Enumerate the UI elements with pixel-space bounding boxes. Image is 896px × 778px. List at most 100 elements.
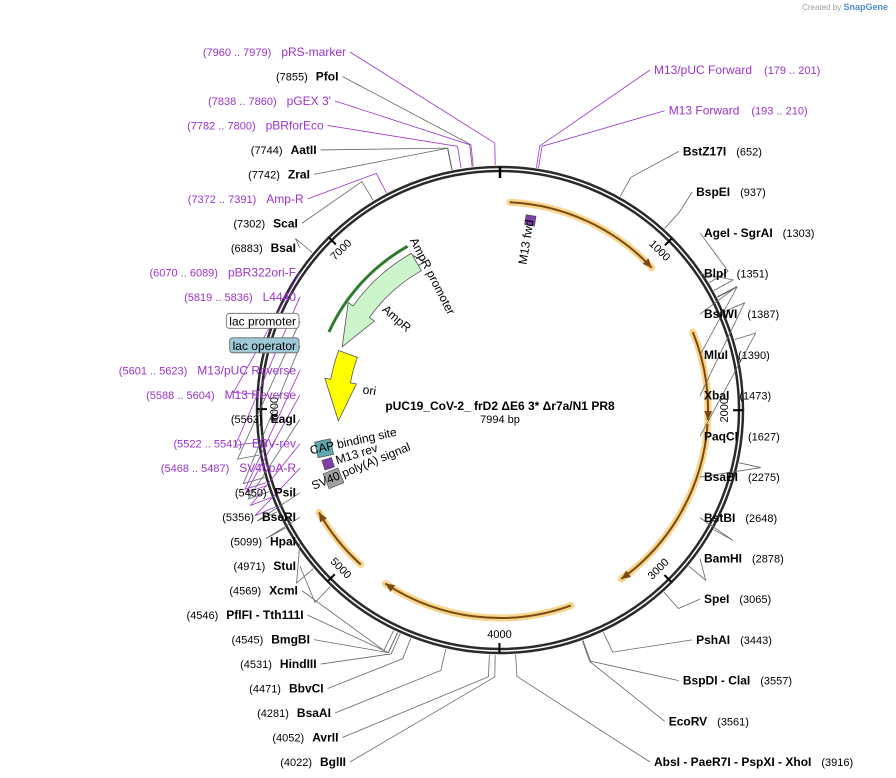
enzyme-leader-line	[327, 638, 412, 689]
primer-label-l4440[interactable]: L4440(5819 .. 5836)	[184, 290, 296, 304]
feature-m13-fwd[interactable]	[524, 214, 537, 227]
enzyme-label-avrii[interactable]: AvrII(4052)	[272, 731, 338, 745]
primer-range: (5819 .. 5836)	[184, 292, 253, 304]
primer-range: (193 .. 210)	[751, 106, 807, 118]
feature-m13-rev[interactable]	[321, 457, 335, 471]
enzyme-leader-line	[699, 286, 737, 315]
enzyme-position: (4022)	[280, 757, 312, 769]
enzyme-position: (4052)	[272, 733, 304, 745]
enzyme-leader-line	[313, 632, 399, 654]
primer-label-pbrforeco[interactable]: pBRforEco (7782 .. 7800)	[187, 118, 324, 132]
orf-arc[interactable]	[384, 582, 572, 619]
feature-label-ori: ori	[362, 382, 377, 398]
primer-name: pBRforEco	[266, 118, 324, 132]
primer-label-amp-r[interactable]: Amp-R(7372 .. 7391)	[188, 192, 304, 206]
enzyme-label-bspdi-clai[interactable]: BspDI - ClaI(3557)	[683, 674, 792, 688]
enzyme-label-mlui[interactable]: MluI(1390)	[704, 348, 770, 362]
orf-arc[interactable]	[509, 201, 653, 269]
enzyme-label-pfoi[interactable]: PfoI(7855)	[276, 69, 338, 83]
enzyme-label-eagi[interactable]: EagI(5563)	[231, 412, 296, 426]
primer-leader-line	[334, 100, 473, 167]
primer-label-m13-reverse[interactable]: M13 Reverse(5588 .. 5604)	[146, 388, 296, 402]
feature-ampr[interactable]	[341, 252, 422, 348]
enzyme-label-absi-paer7i-pspxi-xhoi[interactable]: AbsI - PaeR7I - PspXI - XhoI(3916)	[654, 755, 853, 769]
enzyme-label-bseri[interactable]: BseRI(5356)	[222, 510, 296, 524]
enzyme-position: (2648)	[745, 513, 777, 525]
enzyme-label-bsaai[interactable]: BsaAI(4281)	[257, 706, 331, 720]
primer-label-pgex-3[interactable]: pGEX 3'(7838 .. 7860)	[208, 94, 331, 108]
enzyme-label-scai[interactable]: ScaI(7302)	[233, 216, 297, 230]
boxed-feature-frame	[229, 337, 300, 354]
enzyme-label-bamhi[interactable]: BamHI(2878)	[704, 551, 784, 565]
primer-name: pBR322ori-F	[228, 265, 296, 279]
enzyme-position: (1387)	[747, 309, 779, 321]
enzyme-label-bsai[interactable]: BsaI(6883)	[231, 241, 296, 255]
enzyme-label-pflfi-tth111i[interactable]: PflFI - Tth111I(4546)	[186, 608, 303, 622]
enzyme-name: BsaAI	[297, 706, 331, 720]
primer-leader-line	[307, 172, 387, 200]
primer-name: M13 Forward	[669, 104, 740, 118]
feature-label-m13-fwd: M13 fwd	[516, 218, 537, 265]
enzyme-label-ecorv[interactable]: EcoRV(3561)	[669, 714, 749, 728]
primer-label-m13-forward[interactable]: M13 Forward (193 .. 210)	[669, 104, 808, 118]
box-label-lac-operator[interactable]: lac operator	[229, 337, 300, 354]
orf-arc[interactable]	[620, 424, 709, 580]
enzyme-label-bstz17i[interactable]: BstZ17I(652)	[683, 144, 762, 158]
primer-label-ebv-rev[interactable]: EBV-rev(5522 .. 5541)	[173, 437, 296, 451]
enzyme-name: BsaBI	[704, 470, 738, 484]
enzyme-leader-line	[582, 640, 679, 681]
enzyme-label-xcmi[interactable]: XcmI(4569)	[229, 584, 297, 598]
enzyme-label-bsiwi[interactable]: BsiWI(1387)	[704, 307, 779, 321]
enzyme-label-bstbi[interactable]: BstBI(2648)	[704, 511, 777, 525]
enzyme-label-hpai[interactable]: HpaI(5099)	[230, 535, 296, 549]
enzyme-label-bmgbi[interactable]: BmgBI(4545)	[231, 633, 309, 647]
primer-label-pbr322ori-f[interactable]: pBR322ori-F(6070 .. 6089)	[149, 265, 296, 279]
primer-label-sv40pa-r[interactable]: SV40pA-R(5468 .. 5487)	[161, 461, 297, 475]
orf-arrowhead	[319, 512, 327, 523]
enzyme-position: (652)	[736, 146, 762, 158]
snapgene-branding: Created by SnapGene	[802, 2, 888, 12]
enzyme-name: BmgBI	[271, 633, 310, 647]
enzyme-name: BlpI	[704, 267, 727, 281]
enzyme-label-blpi[interactable]: BlpI(1351)	[704, 267, 768, 281]
enzyme-label-bglii[interactable]: BglII(4022)	[280, 755, 346, 769]
enzyme-position: (7855)	[276, 71, 308, 83]
enzyme-label-spei[interactable]: SpeI(3065)	[704, 592, 771, 606]
enzyme-label-hindiii[interactable]: HindIII(4531)	[240, 657, 316, 671]
box-label-lac-promoter[interactable]: lac promoter	[225, 312, 300, 329]
snapgene-logo-text: SnapGene	[843, 2, 888, 12]
enzyme-label-psii[interactable]: PsiI(5450)	[235, 486, 296, 500]
enzyme-label-stui[interactable]: StuI(4971)	[234, 559, 296, 573]
enzyme-position: (6883)	[231, 243, 263, 255]
enzyme-leader-line	[663, 591, 701, 609]
primer-range: (5601 .. 5623)	[119, 365, 188, 377]
primer-leader-line	[254, 467, 301, 517]
enzyme-label-bspei[interactable]: BspEI(937)	[696, 185, 766, 199]
enzyme-name: HpaI	[270, 535, 296, 549]
primer-leader-line	[244, 370, 301, 490]
enzyme-label-zrai[interactable]: ZraI(7742)	[248, 167, 310, 181]
enzyme-leader-line	[247, 419, 301, 500]
created-by-text: Created by	[802, 3, 842, 12]
primer-label-m13-puc-reverse[interactable]: M13/pUC Reverse(5601 .. 5623)	[119, 363, 297, 377]
enzyme-label-bsabi[interactable]: BsaBI(2275)	[704, 470, 780, 484]
enzyme-position: (5356)	[222, 512, 254, 524]
feature-ori[interactable]	[324, 349, 358, 422]
feature-cap-binding-site[interactable]	[314, 438, 334, 459]
enzyme-position: (1627)	[748, 431, 780, 443]
feature-sv40-poly-a-signal[interactable]	[322, 467, 345, 490]
primer-label-prs-marker[interactable]: pRS-marker(7960 .. 7979)	[203, 45, 346, 59]
enzyme-label-xbai[interactable]: XbaI(1473)	[704, 389, 771, 403]
enzyme-name: AatII	[291, 143, 317, 157]
enzyme-label-bbvci[interactable]: BbvCI(4471)	[249, 682, 323, 696]
primer-range: (7782 .. 7800)	[187, 120, 256, 132]
enzyme-position: (3065)	[739, 594, 771, 606]
enzyme-label-paqci[interactable]: PaqCI(1627)	[704, 429, 780, 443]
enzyme-label-agei-sgrai[interactable]: AgeI - SgrAI(1303)	[704, 226, 814, 240]
enzyme-label-pshai[interactable]: PshAI(3443)	[696, 633, 772, 647]
enzyme-label-aatii[interactable]: AatII(7744)	[251, 143, 317, 157]
boxed-feature-frame	[225, 312, 300, 329]
enzyme-name: AgeI - SgrAI	[704, 226, 773, 240]
primer-label-m13-puc-forward[interactable]: M13/pUC Forward(179 .. 201)	[654, 63, 820, 77]
